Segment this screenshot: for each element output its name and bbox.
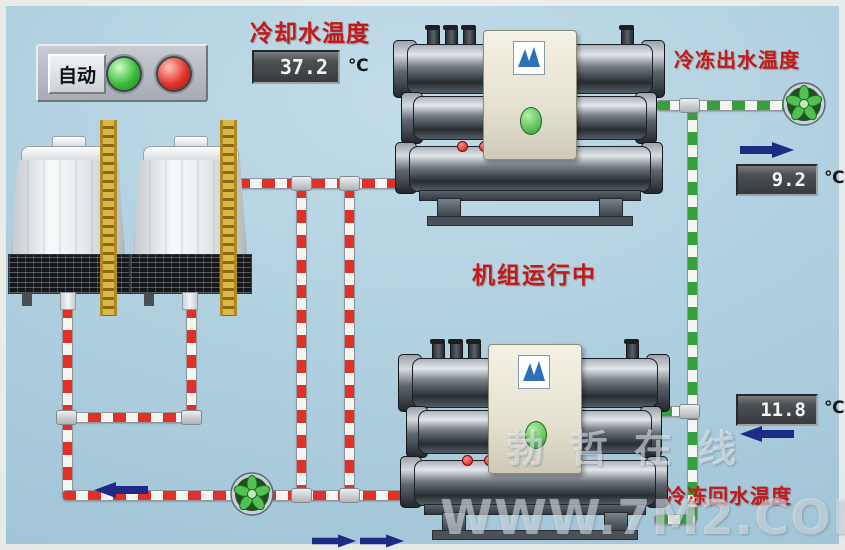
cooling-pipe-tower-header <box>62 412 197 423</box>
flow-arrow-left-icon <box>94 482 148 502</box>
pipe-tee-fitting <box>291 488 312 503</box>
cooling-water-temp-unit: ℃ <box>348 56 369 76</box>
brand-logo-icon <box>513 41 545 75</box>
tower-outlet-stub <box>182 292 198 310</box>
cooling-pipe-tower1-down <box>62 304 73 418</box>
tower-outlet-stub <box>60 292 76 310</box>
cooling-water-temp-label: 冷却水温度 <box>250 21 370 47</box>
pipe-tee-fitting <box>339 488 360 503</box>
chiller-base <box>419 190 641 201</box>
chiller-foot <box>437 198 461 218</box>
pipe-tee-fitting <box>56 410 77 425</box>
pipe-tee-fitting <box>679 98 700 113</box>
gauge-dot-icon <box>462 455 473 466</box>
tower-leg <box>22 292 32 306</box>
chilled-outlet-temp-label: 冷冻出水温度 <box>674 48 800 72</box>
chilled-outlet-temp-display: 9.2 <box>736 164 818 196</box>
flow-arrow-right-icon <box>740 142 794 162</box>
control-panel: 自动 <box>36 44 208 102</box>
cooling-water-temp-display: 37.2 <box>252 50 340 84</box>
flow-arrow-left-icon <box>740 426 794 446</box>
chiller-base <box>424 504 646 515</box>
unit-running-status-text: 机组运行中 <box>472 263 597 289</box>
run-indicator-lamp-icon <box>525 421 547 449</box>
watermark-cn-text: 勃哲在线 <box>506 427 763 471</box>
auto-mode-button[interactable]: 自动 <box>48 54 106 94</box>
cooling-pipe-riser-2 <box>344 184 355 496</box>
green-indicator-lamp-icon[interactable] <box>106 56 142 92</box>
tower-leg <box>144 292 154 306</box>
cooling-pipe-left-down <box>62 416 73 498</box>
pipe-tee-fitting <box>181 410 202 425</box>
chiller-foot <box>599 198 623 218</box>
pipe-tee-fitting <box>339 176 360 191</box>
tower-ladder <box>100 120 117 316</box>
pipe-tee-fitting <box>679 404 700 419</box>
run-indicator-lamp-icon <box>520 107 542 135</box>
chilled-return-temp-unit: ℃ <box>824 398 845 418</box>
chiller-unit-1[interactable] <box>393 25 665 228</box>
chilled-outlet-temp-unit: ℃ <box>824 168 845 188</box>
chiller-control-box <box>483 30 577 160</box>
brand-logo-icon <box>518 355 550 389</box>
chiller-rail <box>432 530 638 540</box>
flow-arrow-right-icon <box>360 533 404 550</box>
chiller-control-box <box>488 344 582 474</box>
flow-arrow-right-icon <box>312 533 356 550</box>
chiller-rail <box>427 216 633 226</box>
chiller-unit-2[interactable] <box>398 339 670 542</box>
chilled-pipe-return-bottom <box>654 514 696 525</box>
chilled-return-temp-display: 11.8 <box>736 394 818 426</box>
chilled-water-pump-icon[interactable] <box>782 82 826 126</box>
cooling-pipe-towers-to-chiller1 <box>236 178 416 189</box>
red-indicator-lamp-icon[interactable] <box>156 56 192 92</box>
cooling-pipe-riser-1 <box>296 184 307 496</box>
cooling-water-pump-icon[interactable] <box>230 472 274 516</box>
watermark-site-text: WWW.7M2.COM <box>440 490 845 546</box>
chilled-return-temp-label: 冷冻回水温度 <box>666 484 792 508</box>
tower-ladder <box>220 120 237 316</box>
pipe-tee-fitting <box>291 176 312 191</box>
gauge-dot-icon <box>457 141 468 152</box>
valve-fitting-icon <box>430 339 445 362</box>
cooling-pipe-tower2-down <box>186 304 197 418</box>
